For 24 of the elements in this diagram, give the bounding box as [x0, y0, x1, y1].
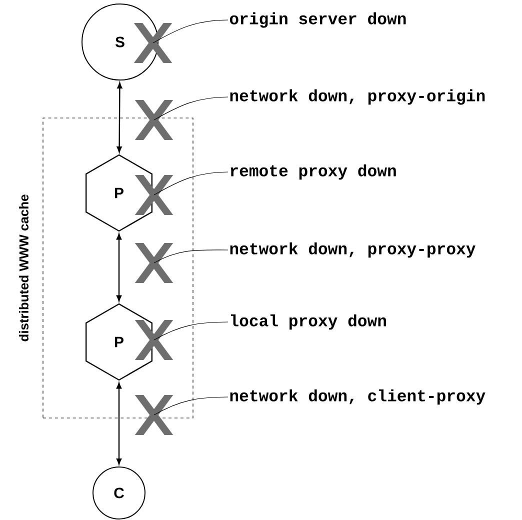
- leader-line: [154, 322, 228, 340]
- link-arrow: [116, 82, 122, 153]
- failure-label: network down, proxy-origin: [230, 89, 485, 105]
- link-arrow: [116, 234, 122, 302]
- failure-cross: [134, 243, 174, 283]
- leader-line: [154, 250, 228, 264]
- link-arrow: [116, 382, 122, 465]
- failure-cross: [134, 395, 174, 435]
- failure-cross: [134, 175, 174, 215]
- proxy-hexagon: P: [86, 154, 153, 232]
- failure-label: local proxy down: [231, 314, 386, 330]
- leader-line: [154, 96, 228, 120]
- failure-label: network down, proxy-proxy: [230, 242, 476, 258]
- leader-line: [154, 396, 228, 416]
- failure-label: remote proxy down: [230, 164, 396, 180]
- failure-cross: [133, 23, 173, 63]
- failure-cross: [134, 100, 174, 140]
- group-label: distributed WWW cache: [18, 194, 28, 342]
- failure-cross: [134, 320, 174, 360]
- proxy-hexagon: P: [86, 303, 153, 381]
- leader-line: [152, 20, 228, 44]
- leader-line: [154, 172, 228, 196]
- failure-label: network down, client-proxy: [230, 389, 486, 405]
- failure-label: origin server down: [230, 12, 406, 28]
